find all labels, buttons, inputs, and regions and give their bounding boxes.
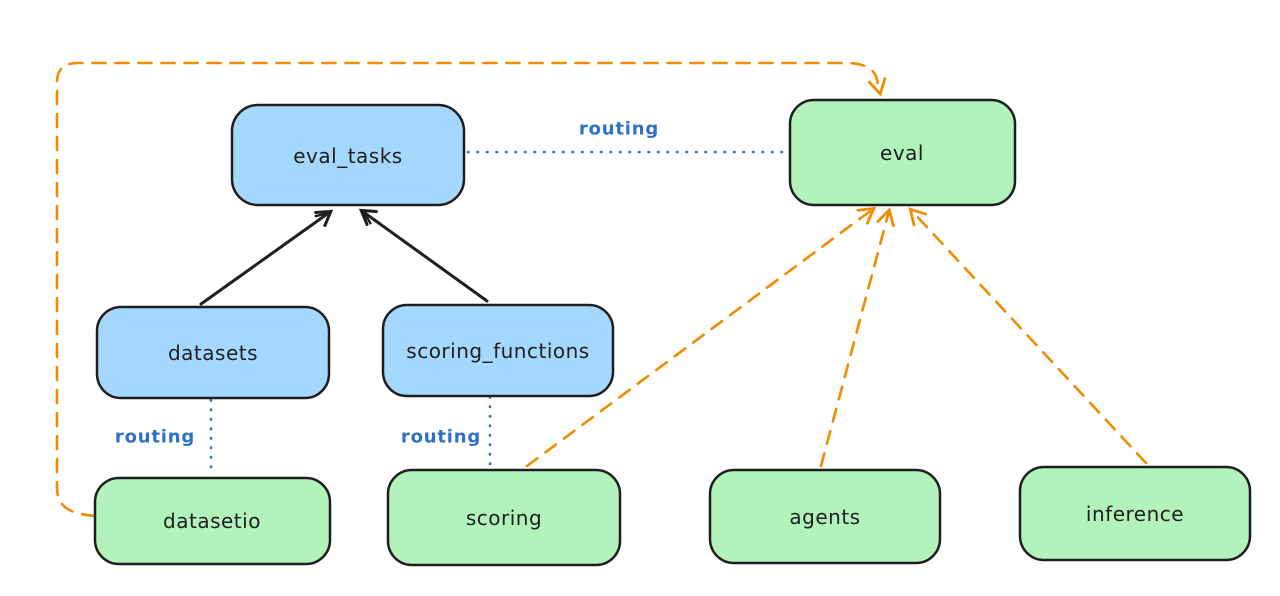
edge-agents-to-eval[interactable] <box>819 207 895 468</box>
node-datasetio[interactable]: datasetio <box>93 476 332 566</box>
node-datasetio-label: datasetio <box>163 509 261 533</box>
node-eval-box[interactable] <box>788 98 1017 207</box>
node-eval-tasks-label: eval_tasks <box>293 144 402 168</box>
node-scoring-box[interactable] <box>386 468 622 567</box>
node-scoring[interactable]: scoring <box>386 468 622 567</box>
node-inference-box[interactable] <box>1018 465 1252 562</box>
edge-label-routing-left: routing <box>115 427 195 448</box>
edge-scoring-functions-to-eval-tasks[interactable] <box>358 208 489 303</box>
node-datasets[interactable]: datasets <box>95 305 331 400</box>
edge-label-routing-top: routing <box>579 119 659 140</box>
node-eval[interactable]: eval <box>788 98 1017 207</box>
edge-datasets-to-eval-tasks[interactable] <box>199 209 334 306</box>
edge-scoring-to-eval[interactable] <box>525 206 877 468</box>
node-eval-tasks[interactable]: eval_tasks <box>230 103 466 207</box>
node-datasets-label: datasets <box>168 341 258 365</box>
node-agents-box[interactable] <box>708 468 942 565</box>
node-datasetio-box[interactable] <box>93 476 332 566</box>
node-scoring-label: scoring <box>466 506 542 530</box>
node-inference[interactable]: inference <box>1018 465 1252 562</box>
edge-inference-to-eval[interactable] <box>908 207 1148 465</box>
node-eval-label: eval <box>880 141 924 165</box>
node-agents[interactable]: agents <box>708 468 942 565</box>
node-inference-label: inference <box>1086 502 1184 526</box>
node-agents-label: agents <box>789 505 860 529</box>
node-datasets-box[interactable] <box>95 305 331 400</box>
edge-label-routing-mid: routing <box>401 427 481 448</box>
node-scoring-functions-box[interactable] <box>381 303 615 398</box>
node-scoring-functions-label: scoring_functions <box>406 339 589 363</box>
node-scoring-functions[interactable]: scoring_functions <box>381 303 615 398</box>
node-eval-tasks-box[interactable] <box>230 103 466 207</box>
edge-datasetio-to-eval[interactable] <box>55 61 887 518</box>
